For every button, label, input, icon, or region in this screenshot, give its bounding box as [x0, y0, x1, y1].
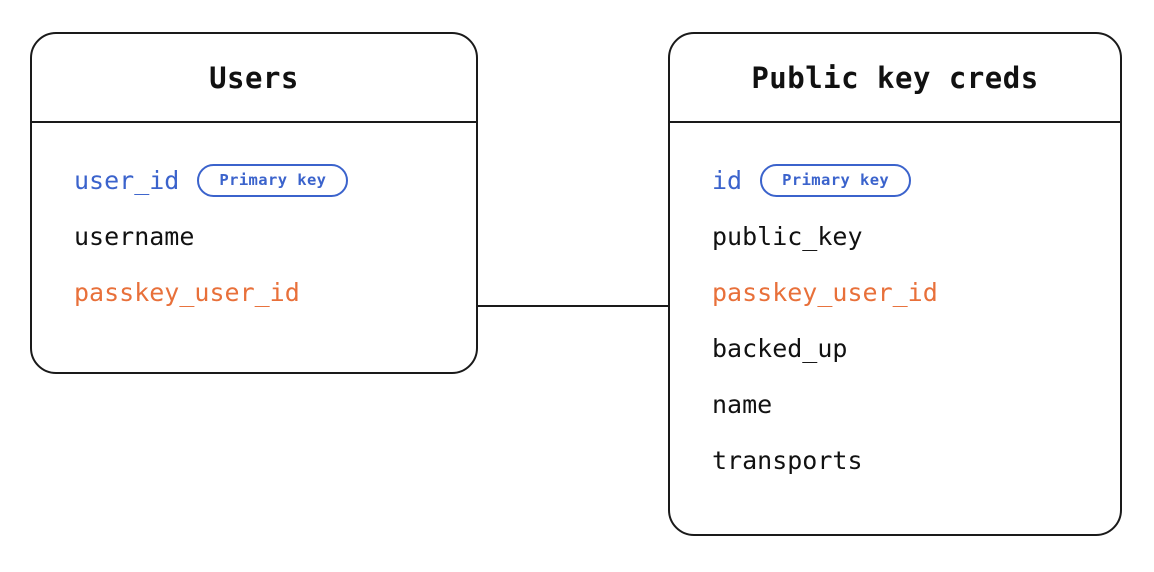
entity-users-title: Users	[209, 60, 299, 95]
field-row[interactable]: username	[74, 208, 456, 264]
field-name-username: username	[74, 221, 195, 251]
field-row[interactable]: passkey_user_id	[74, 264, 456, 320]
field-row[interactable]: id Primary key	[712, 152, 1100, 208]
entity-users-header: Users	[32, 34, 476, 123]
primary-key-badge: Primary key	[197, 163, 349, 197]
field-name-user-id: user_id	[74, 165, 180, 195]
field-name-passkey-user-id: passkey_user_id	[712, 277, 938, 307]
entity-public-key-creds-title: Public key creds	[751, 60, 1039, 95]
field-row[interactable]: passkey_user_id	[712, 264, 1100, 320]
field-name-transports: transports	[712, 445, 863, 475]
field-name-name: name	[712, 389, 773, 419]
entity-public-key-creds-fields: id Primary key public_key passkey_user_i…	[670, 123, 1120, 488]
primary-key-badge: Primary key	[760, 163, 912, 197]
field-row[interactable]: transports	[712, 432, 1100, 488]
field-row[interactable]: name	[712, 376, 1100, 432]
relationship-connector-line	[476, 305, 670, 307]
field-name-passkey-user-id: passkey_user_id	[74, 277, 300, 307]
field-name-id: id	[712, 165, 743, 195]
field-row[interactable]: public_key	[712, 208, 1100, 264]
entity-public-key-creds[interactable]: Public key creds id Primary key public_k…	[668, 32, 1122, 536]
entity-public-key-creds-header: Public key creds	[670, 34, 1120, 123]
field-name-backed-up: backed_up	[712, 333, 848, 363]
entity-users[interactable]: Users user_id Primary key username passk…	[30, 32, 478, 374]
field-row[interactable]: backed_up	[712, 320, 1100, 376]
entity-users-fields: user_id Primary key username passkey_use…	[32, 123, 476, 320]
field-row[interactable]: user_id Primary key	[74, 152, 456, 208]
field-name-public-key: public_key	[712, 221, 863, 251]
